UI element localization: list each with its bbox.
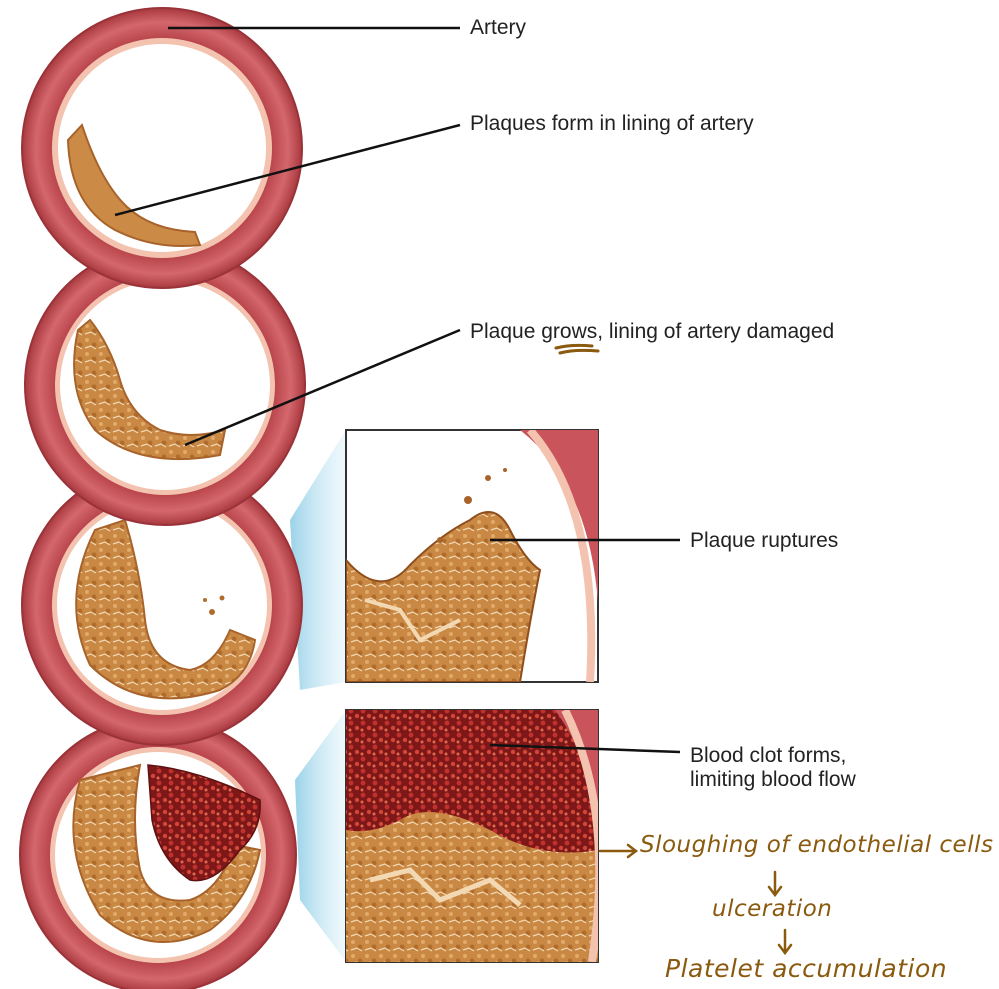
- artery-cross-section-4: [20, 717, 296, 989]
- label-blood-clot-line2: limiting blood flow: [690, 768, 856, 792]
- handwritten-note-ulceration: ulceration: [712, 896, 832, 922]
- handwritten-note-sloughing: Sloughing of endothelial cells: [640, 832, 993, 858]
- artery-cross-section-1: [22, 8, 302, 288]
- magnification-glow-1: [290, 430, 346, 690]
- label-plaques-form: Plaques form in lining of artery: [470, 112, 754, 136]
- label-plaque-ruptures: Plaque ruptures: [690, 529, 838, 553]
- handwritten-arrow-down-2: [779, 930, 791, 953]
- handwritten-note-platelet: Platelet accumulation: [665, 954, 947, 983]
- label-plaque-grows: Plaque grows, lining of artery damaged: [470, 320, 834, 344]
- handwritten-underline: [556, 345, 598, 353]
- label-artery: Artery: [470, 16, 526, 40]
- magnification-glow-2: [295, 710, 346, 962]
- zoom-box-plaque-rupture: [346, 430, 640, 682]
- handwritten-arrow-down-1: [769, 872, 781, 895]
- handwritten-arrow-into-note: [600, 845, 636, 857]
- label-blood-clot-line1: Blood clot forms,: [690, 744, 846, 768]
